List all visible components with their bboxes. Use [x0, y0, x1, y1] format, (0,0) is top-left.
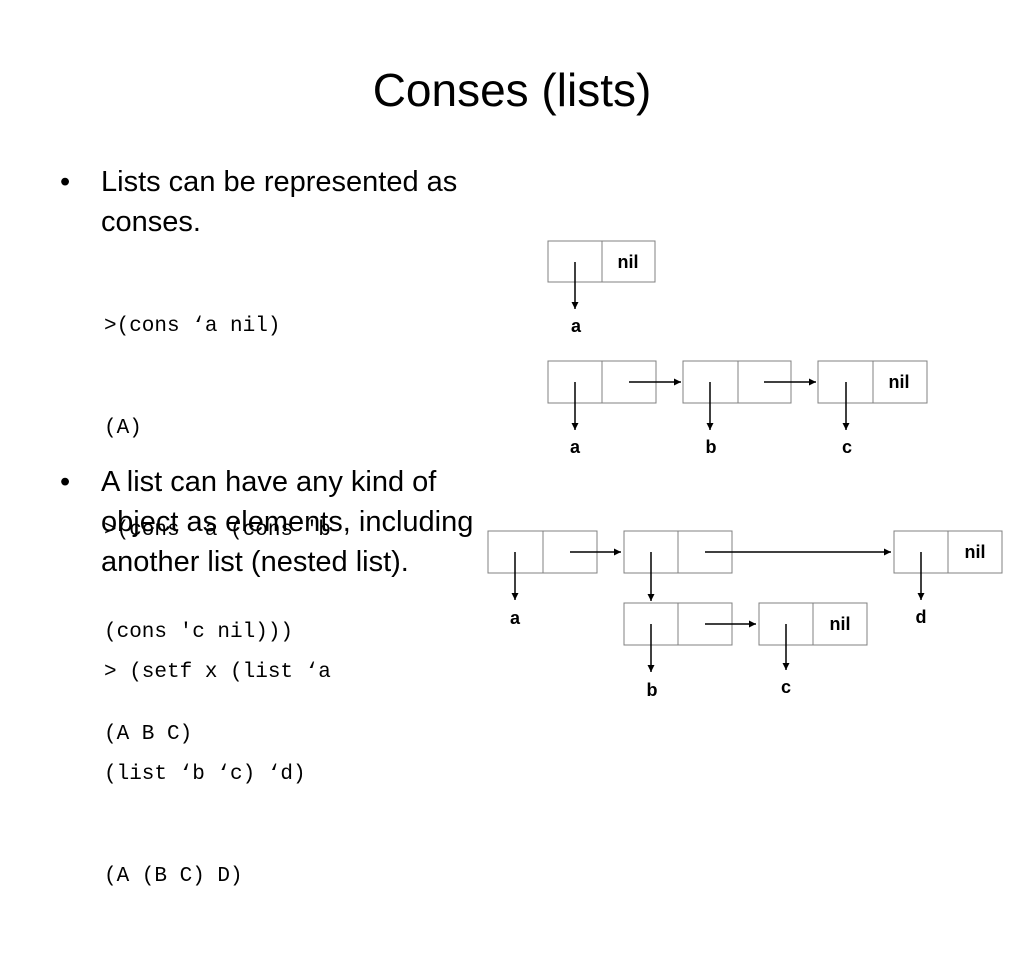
element-label: a [510, 608, 521, 628]
element-label: a [570, 437, 581, 457]
cons-cell: nil [893, 530, 1003, 574]
cdr-box [872, 360, 928, 404]
code-line: (A (B C) D) [104, 865, 243, 888]
code-line: > (setf x (list ‘a [104, 661, 331, 684]
code-line: >(cons ‘a nil) [104, 315, 281, 338]
cons-list-nested: nil nil a b c d [487, 530, 1003, 700]
cons-cell: nil [758, 602, 868, 646]
bullet-text: A list can have any kind of object as el… [101, 466, 474, 578]
code-line: (A B C) [104, 723, 193, 746]
element-label: c [781, 677, 791, 697]
bullet-marker: • [60, 466, 71, 498]
cdr-box [812, 602, 868, 646]
code-line: (A) [104, 417, 142, 440]
element-label: a [571, 316, 582, 336]
cons-diagrams: nil a nil a b c [487, 240, 1003, 700]
code-block: >(cons ‘a nil) (A) >(cons 'a (cons 'b (c… [104, 242, 500, 820]
cons-cell: nil [547, 240, 656, 283]
code-line: (cons 'c nil))) [104, 621, 294, 644]
element-label: c [842, 437, 852, 457]
cons-cell: nil [817, 360, 928, 404]
bullet-text: Lists can be represented as conses. [101, 166, 458, 238]
bullet-item-1: • Lists can be represented as conses. >(… [60, 162, 500, 820]
nil-label: nil [889, 372, 910, 392]
element-label: b [706, 437, 717, 457]
bullet-marker: • [60, 166, 71, 198]
element-label: d [916, 607, 927, 627]
code-line: >(cons 'a (cons 'b [104, 519, 331, 542]
cdr-box [601, 240, 656, 283]
nil-label: nil [830, 614, 851, 634]
nil-label: nil [618, 252, 639, 272]
page-title: Conses (lists) [372, 64, 652, 116]
nil-label: nil [965, 542, 986, 562]
cdr-box [947, 530, 1003, 574]
cons-list-abc: nil a b c [547, 360, 928, 457]
cons-list-a: nil a [547, 240, 656, 336]
element-label: b [647, 680, 658, 700]
